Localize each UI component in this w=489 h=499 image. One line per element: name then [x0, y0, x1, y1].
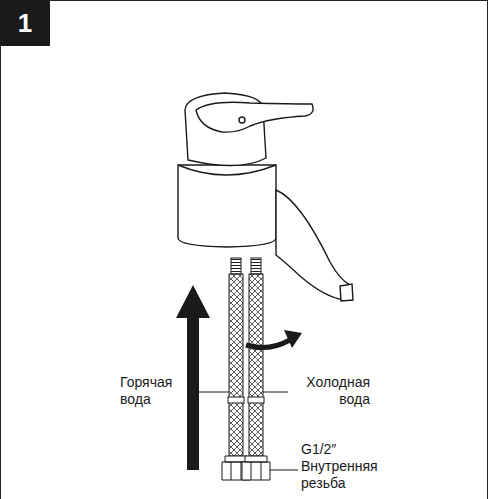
leader-lines: [192, 392, 298, 470]
push-arrow: [176, 285, 210, 470]
step-badge: 1: [0, 0, 50, 46]
thread-label: G1/2″ Внутренняя резьба: [301, 441, 391, 492]
rotate-arrow: [246, 330, 302, 348]
hoses: [222, 258, 270, 480]
hot-water-label: Горячая вода: [120, 374, 190, 408]
cold-water-label: Холодная вода: [290, 374, 370, 408]
faucet: [178, 93, 353, 301]
step-number: 1: [18, 8, 32, 39]
